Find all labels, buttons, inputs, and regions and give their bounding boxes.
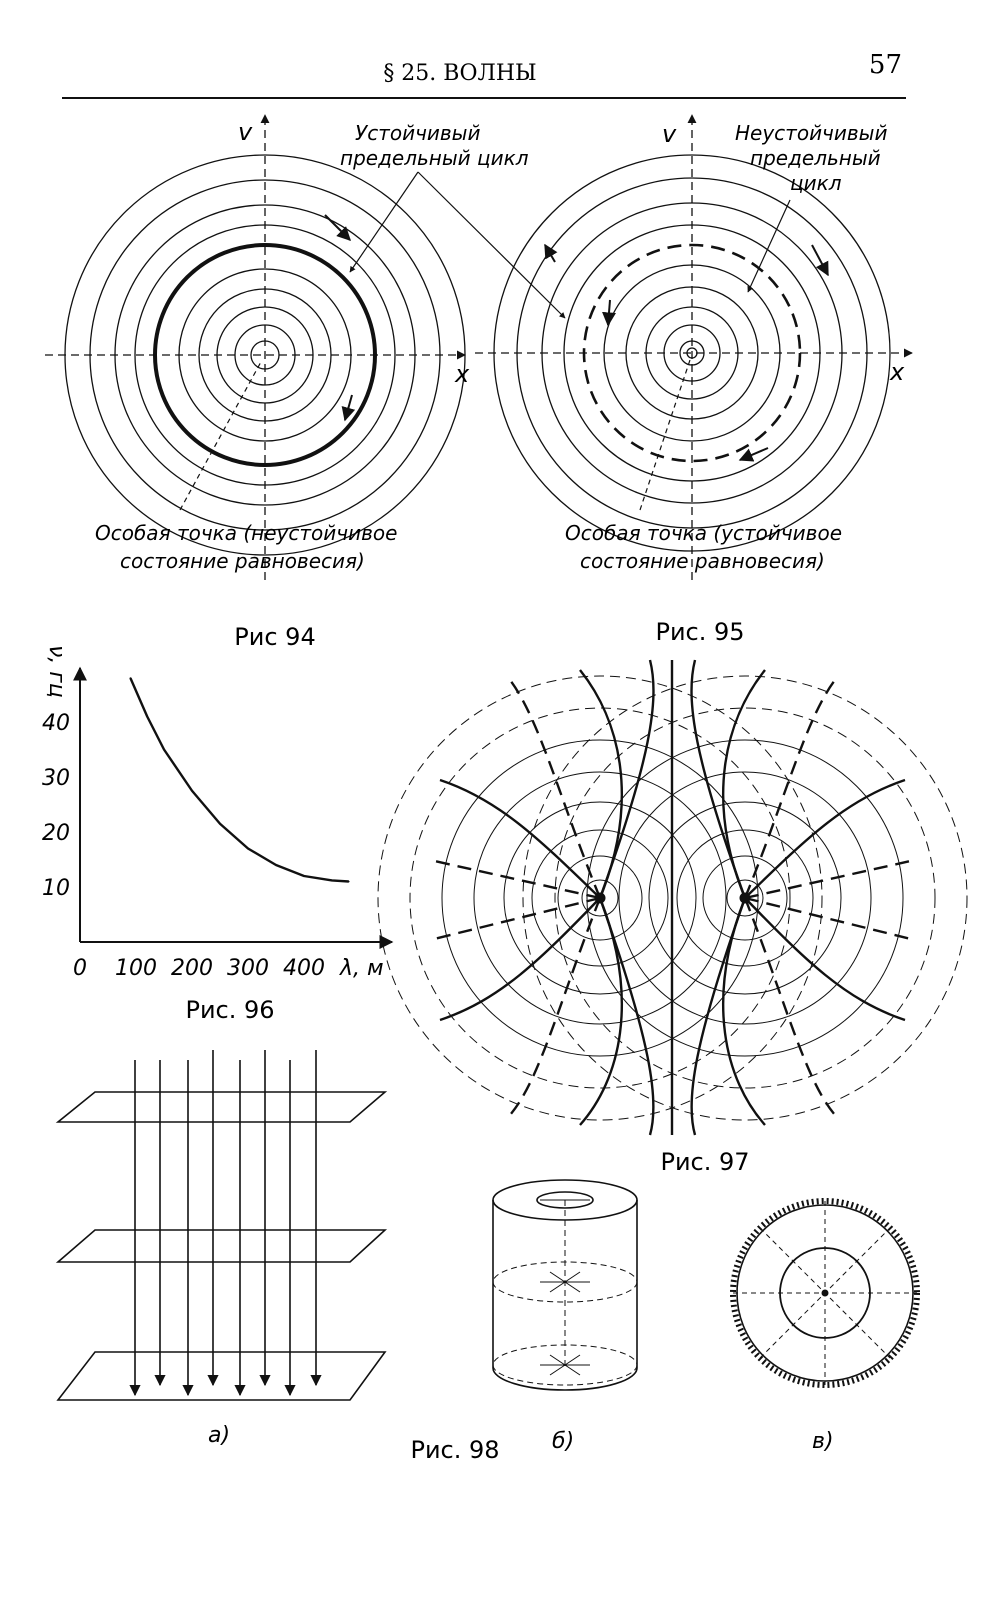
fig94-caption: Рис 94 [234, 623, 315, 651]
fig94-cycle-label-line1: Устойчивый [355, 121, 480, 145]
fig94-cycle-label-line2: предельный цикл [340, 146, 529, 170]
fig98-label-c: в) [812, 1429, 834, 1454]
fig97-dashed-circles [377, 675, 968, 1121]
fig95-flow-arrow-4 [602, 299, 616, 327]
chart-y-tick-label: 30 [42, 766, 70, 791]
fig98a-plane-top [55, 1091, 388, 1123]
fig95-axis-v-label: v [662, 120, 677, 148]
chart-data-point [219, 822, 221, 825]
fig98c-center [821, 1289, 829, 1297]
fig95-cycle-leader [747, 199, 791, 293]
chart-y-tick-label: 10 [42, 876, 70, 901]
fig94-axis-x-label: x [454, 360, 470, 388]
chart-x-axis-label: λ, м [339, 956, 384, 981]
chart-y-tick-label: 40 [42, 711, 70, 736]
chart-series-line [129, 677, 349, 883]
fig98-label-b: б) [552, 1429, 574, 1454]
fig95-cycle-label-line3: цикл [790, 171, 842, 195]
fig98-caption: Рис. 98 [410, 1436, 499, 1464]
fig97-dashed-field-lines [429, 679, 916, 1116]
chart-y-axis-label: ν, гц [44, 645, 69, 698]
fig98b-inner-top [536, 1191, 594, 1209]
chart-data-point [146, 715, 148, 718]
figure-98a-planes [55, 1050, 388, 1401]
fig95-flow-arrow-2 [544, 243, 558, 263]
figure-98b-cylinder [492, 1179, 638, 1391]
chart-x-tick-label: 300 [227, 956, 269, 981]
fig95-axis-x-label: x [889, 358, 905, 386]
fig94-flow-arrow-1 [324, 214, 351, 241]
figure-98c-sphere [730, 1198, 920, 1388]
fig97-charge-left [594, 892, 606, 904]
fig96-caption: Рис. 96 [185, 996, 274, 1024]
chart-y-ticks: 10 20 30 40 [42, 711, 70, 901]
chart-data-point [247, 847, 249, 850]
chart-data-point [331, 879, 333, 882]
chart-data-point [303, 875, 305, 877]
fig94-cycle-leader-2 [417, 171, 566, 319]
fig94-flow-arrow-2 [341, 394, 356, 422]
fig95-point-label-line2: состояние равновесия) [580, 549, 825, 573]
chart-y-tick-label: 20 [42, 821, 70, 846]
chart-x-tick-label: 200 [171, 956, 213, 981]
fig98b-cylinder-bottom [492, 1367, 638, 1391]
page-number: 57 [869, 50, 902, 80]
figure-96-chart: ν, гц λ, м 0 100 200 300 400 10 20 30 40 Рис. 9… [42, 645, 394, 1024]
fig95-cycle-label-line2: предельный [750, 146, 881, 170]
chart-data-point [275, 864, 277, 866]
fig98b-radial-rays [540, 1199, 590, 1376]
fig94-point-label-line1: Особая точка (неустойчивое [95, 521, 397, 545]
chart-data-point [163, 748, 165, 751]
chart-data-point [348, 880, 350, 883]
fig94-point-label-line2: состояние равновесия) [120, 549, 365, 573]
chart-x-tick-label: 400 [283, 956, 325, 981]
fig97-caption: Рис. 97 [660, 1148, 749, 1176]
figure-94: v x Устойчивый предельный цикл Особая то… [45, 114, 566, 651]
fig98a-field-arrows [129, 1050, 322, 1397]
fig95-flow-arrow-1 [811, 244, 829, 277]
chart-data-point [191, 789, 193, 792]
fig94-point-leader [179, 359, 263, 511]
figure-97 [377, 659, 968, 1136]
fig97-field-lines [439, 659, 906, 1136]
fig97-charge-right [739, 892, 751, 904]
fig98a-plane-bottom [56, 1351, 387, 1401]
fig95-flow-arrow-3 [738, 447, 769, 462]
fig95-caption: Рис. 95 [655, 618, 744, 646]
fig94-axis-v-label: v [238, 118, 253, 146]
chart-x-tick-label: 0 [73, 956, 87, 981]
fig94-cycle-leader [349, 171, 419, 273]
fig95-point-label-line1: Особая точка (устойчивое [565, 521, 842, 545]
fig98a-plane-middle [55, 1229, 388, 1263]
fig97-thin-circles [441, 739, 904, 1057]
fig95-point-leader [639, 359, 691, 511]
section-title: § 25. ВОЛНЫ [383, 61, 536, 86]
chart-x-ticks: 0 100 200 300 400 [73, 956, 325, 981]
figure-95: v x Неустойчивый предельный цикл Особая … [475, 114, 913, 646]
chart-data-point [129, 677, 132, 679]
chart-x-tick-label: 100 [115, 956, 157, 981]
fig98-label-a: a) [208, 1423, 230, 1448]
chart-series [129, 677, 350, 883]
fig95-cycle-label-line1: Неустойчивый [735, 121, 887, 145]
